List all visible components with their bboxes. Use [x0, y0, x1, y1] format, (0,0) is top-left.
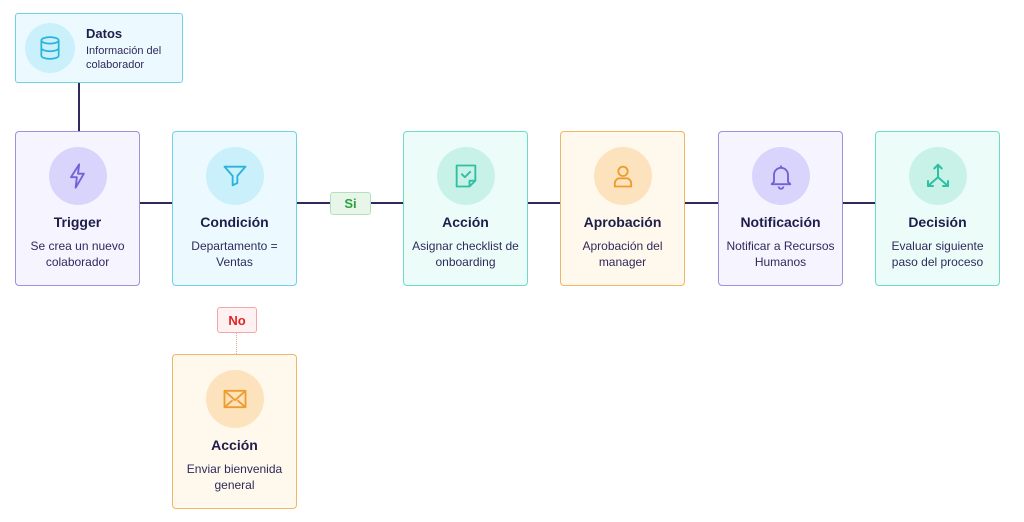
node-condicion-title: Condición	[200, 214, 269, 230]
node-accion-no-description: Enviar bienvenida general	[186, 462, 283, 492]
connector-aprobacion-notificacion	[685, 202, 718, 204]
node-accion-no[interactable]: Acción Enviar bienvenida general	[172, 354, 297, 509]
branch-si-label: Si	[330, 192, 371, 215]
node-aprobacion-title: Aprobación	[583, 214, 662, 230]
connector-no-accion	[236, 333, 237, 354]
node-trigger-title: Trigger	[53, 214, 102, 230]
node-decision-title: Decisión	[908, 214, 967, 230]
datos-card[interactable]: Datos Información del colaborador	[15, 13, 183, 83]
connector-datos-trigger	[78, 83, 80, 132]
node-accion-description: Asignar checklist de onboarding	[412, 239, 519, 269]
connector-accion-aprobacion	[527, 202, 561, 204]
filter-icon	[205, 147, 264, 205]
envelope-icon	[205, 370, 264, 428]
node-notificacion-title: Notificación	[740, 214, 821, 230]
database-icon	[25, 23, 75, 73]
split-arrows-icon	[908, 147, 967, 205]
node-condicion-description: Departamento = Ventas	[191, 239, 278, 269]
node-aprobacion[interactable]: Aprobación Aprobación del manager	[560, 131, 685, 286]
bell-icon	[751, 147, 810, 205]
connector-trigger-condicion	[139, 202, 173, 204]
connector-si-accion	[371, 202, 403, 204]
user-icon	[593, 147, 652, 205]
branch-no-label: No	[217, 307, 257, 333]
node-notificacion-description: Notificar a Recursos Humanos	[726, 239, 835, 269]
node-trigger-description: Se crea un nuevo colaborador	[30, 239, 125, 269]
node-condicion[interactable]: Condición Departamento = Ventas	[172, 131, 297, 286]
checklist-icon	[436, 147, 495, 205]
connector-notificacion-decision	[842, 202, 876, 204]
connector-condicion-si	[297, 202, 330, 204]
datos-description: Información del colaborador	[86, 45, 162, 71]
node-accion-no-title: Acción	[211, 437, 258, 453]
node-notificacion[interactable]: Notificación Notificar a Recursos Humano…	[718, 131, 843, 286]
datos-title: Datos	[86, 26, 123, 41]
node-accion-title: Acción	[442, 214, 489, 230]
node-accion[interactable]: Acción Asignar checklist de onboarding	[403, 131, 528, 286]
node-decision[interactable]: Decisión Evaluar siguiente paso del proc…	[875, 131, 1000, 286]
node-aprobacion-description: Aprobación del manager	[582, 239, 663, 269]
node-trigger[interactable]: Trigger Se crea un nuevo colaborador	[15, 131, 140, 286]
lightning-icon	[48, 147, 107, 205]
node-decision-description: Evaluar siguiente paso del proceso	[891, 239, 984, 269]
